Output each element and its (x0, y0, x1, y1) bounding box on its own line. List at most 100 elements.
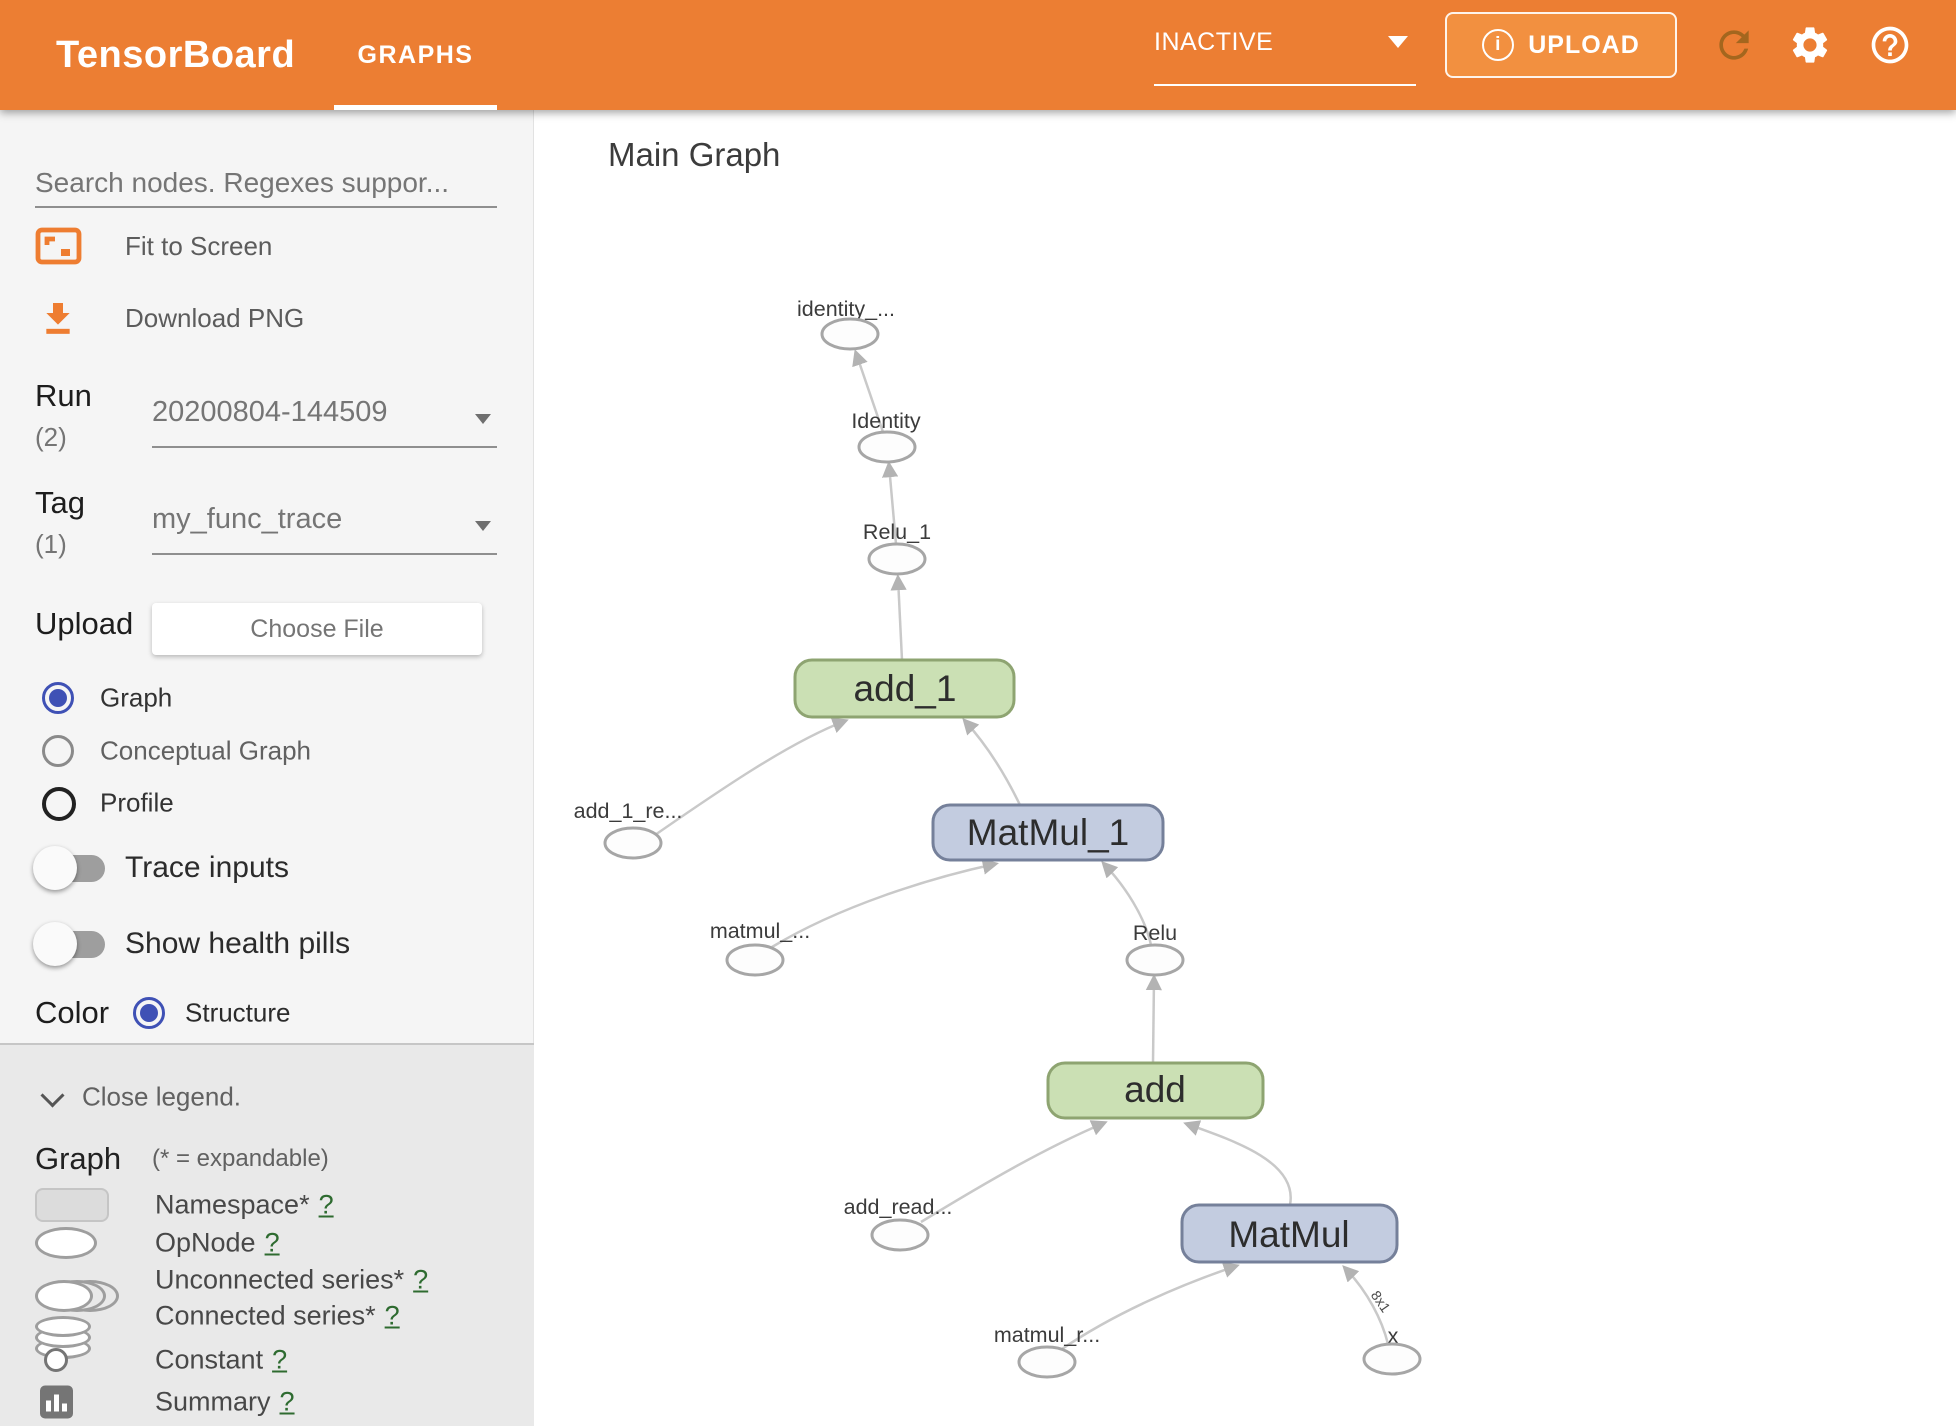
run-select[interactable]: 20200804-144509 (152, 390, 497, 448)
radio-selected-icon[interactable] (133, 997, 165, 1029)
trace-inputs-toggle[interactable]: Trace inputs (0, 843, 534, 893)
block-nodes: add_1 MatMul_1 add MatMul (793, 658, 1399, 1264)
edge-matmulr-to-matmul (1061, 1262, 1240, 1351)
help-link[interactable]: ? (279, 1386, 295, 1417)
help-link[interactable]: ? (318, 1189, 334, 1220)
help-link[interactable]: ? (264, 1227, 280, 1258)
legend-label: Constant (155, 1344, 264, 1375)
graph-canvas: Main Graph 8x1 (534, 110, 1956, 1426)
opnode-ellipse (1362, 1342, 1422, 1376)
node-add[interactable]: add (1046, 1061, 1265, 1120)
fit-to-screen-icon (35, 227, 82, 265)
legend-item-namespace: Namespace*? (0, 1185, 534, 1225)
chevron-down-icon (475, 521, 491, 531)
color-label: Color (35, 995, 110, 1030)
edge-relu1-to-identity (881, 460, 899, 545)
run-count: (2) (35, 422, 67, 452)
fit-to-screen-label: Fit to Screen (125, 230, 273, 261)
node-matmul-read[interactable]: matmul_... (710, 919, 810, 977)
radio-graph[interactable]: Graph (0, 678, 534, 718)
help-link[interactable]: ? (384, 1300, 400, 1331)
legend-heading-row: Graph (* = expandable) (0, 1137, 534, 1181)
edge-identity-to-identity-out (852, 349, 885, 433)
opnode-ellipse (870, 1218, 930, 1252)
svg-text:add_read...: add_read... (844, 1195, 953, 1219)
help-icon[interactable] (1868, 23, 1912, 67)
legend-label: Summary (155, 1386, 271, 1417)
node-relu-1[interactable]: Relu_1 (863, 520, 931, 576)
legend-item-opnode: OpNode? (0, 1223, 534, 1263)
app-header: TensorBoard GRAPHS INACTIVE i UPLOAD (0, 0, 1956, 110)
radio-unselected-icon (42, 735, 74, 767)
upload-button[interactable]: i UPLOAD (1445, 12, 1677, 78)
edge-matmulread-to-matmul1 (771, 858, 999, 949)
tab-graphs[interactable]: GRAPHS (334, 0, 497, 110)
node-identity-out[interactable]: identity_... (797, 297, 895, 351)
active-tab-indicator (334, 105, 497, 110)
namespace-block (1046, 1061, 1265, 1120)
constant-shape-icon (44, 1348, 68, 1372)
main-graph-title: Main Graph (608, 136, 781, 173)
svg-text:Relu: Relu (1133, 921, 1177, 945)
graph-legend: Close legend. Graph (* = expandable) Nam… (0, 1043, 534, 1426)
edge-tensor-shape-label: 8x1 (1368, 1288, 1394, 1316)
data-status-dropdown[interactable]: INACTIVE (1154, 26, 1416, 86)
status-value: INACTIVE (1154, 28, 1274, 56)
svg-text:add_1: add_1 (854, 668, 957, 709)
tag-select[interactable]: my_func_trace (152, 497, 497, 555)
svg-text:add_1_re...: add_1_re... (574, 799, 683, 823)
node-matmul-r-read[interactable]: matmul_r... (994, 1323, 1100, 1379)
edge-addread-to-add (920, 1120, 1108, 1224)
close-legend-button[interactable]: Close legend. (0, 1075, 534, 1119)
node-x[interactable]: x (1362, 1324, 1422, 1376)
settings-gear-icon[interactable] (1788, 23, 1832, 67)
opnode-ellipse (1125, 943, 1185, 977)
opnode-ellipse (820, 317, 880, 351)
fit-to-screen-button[interactable]: Fit to Screen (0, 222, 534, 270)
choose-file-button[interactable]: Choose File (152, 603, 482, 655)
dataflow-graph[interactable]: 8x1 identity_... Identity Relu_1 add_1_r… (534, 110, 1956, 1426)
search-input[interactable] (35, 160, 497, 208)
legend-expandable-note: (* = expandable) (152, 1145, 329, 1172)
edge-relu-to-matmul1 (1101, 861, 1153, 946)
node-matmul-1[interactable]: MatMul_1 (931, 803, 1165, 862)
node-matmul[interactable]: MatMul (1180, 1203, 1399, 1264)
radio-conceptual-graph[interactable]: Conceptual Graph (0, 731, 534, 771)
chevron-down-icon (475, 414, 491, 424)
run-value: 20200804-144509 (152, 396, 388, 428)
summary-shape-icon (40, 1385, 73, 1419)
radio-selected-icon (42, 682, 74, 714)
node-add-read[interactable]: add_read... (844, 1195, 953, 1252)
node-identity[interactable]: Identity (851, 409, 921, 464)
edge-add1-to-relu1 (890, 573, 907, 661)
svg-text:Relu_1: Relu_1 (863, 520, 931, 544)
node-add-1-read[interactable]: add_1_re... (574, 799, 683, 860)
run-label: Run (35, 378, 92, 413)
svg-text:matmul_r...: matmul_r... (994, 1323, 1100, 1347)
node-add-1[interactable]: add_1 (793, 658, 1016, 719)
radio-profile[interactable]: Profile (0, 783, 534, 823)
opnode-ellipse (725, 943, 785, 977)
color-by-row: Color Structure (0, 993, 534, 1033)
legend-item-constant: Constant? (0, 1340, 534, 1380)
opnode-ellipse (857, 430, 917, 464)
sidebar: Fit to Screen Download PNG Run (2) 20200… (0, 110, 534, 1426)
chevron-down-icon (1388, 36, 1408, 48)
radio-conceptual-label: Conceptual Graph (100, 735, 312, 766)
app-title: TensorBoard (56, 33, 296, 76)
legend-label: Unconnected series* (155, 1264, 405, 1295)
toggle-knob (33, 922, 77, 966)
legend-item-summary: Summary? (0, 1382, 534, 1422)
toggle-knob (33, 846, 77, 890)
download-icon (46, 303, 70, 334)
help-link[interactable]: ? (272, 1344, 288, 1375)
legend-heading: Graph (35, 1141, 122, 1176)
show-health-pills-toggle[interactable]: Show health pills (0, 919, 534, 969)
legend-label: Namespace* (155, 1189, 310, 1220)
help-link[interactable]: ? (413, 1264, 429, 1295)
download-png-button[interactable]: Download PNG (0, 294, 534, 342)
svg-text:identity_...: identity_... (797, 297, 895, 321)
refresh-icon[interactable] (1712, 23, 1756, 67)
color-structure-label: Structure (185, 997, 291, 1028)
node-relu[interactable]: Relu (1125, 921, 1185, 977)
